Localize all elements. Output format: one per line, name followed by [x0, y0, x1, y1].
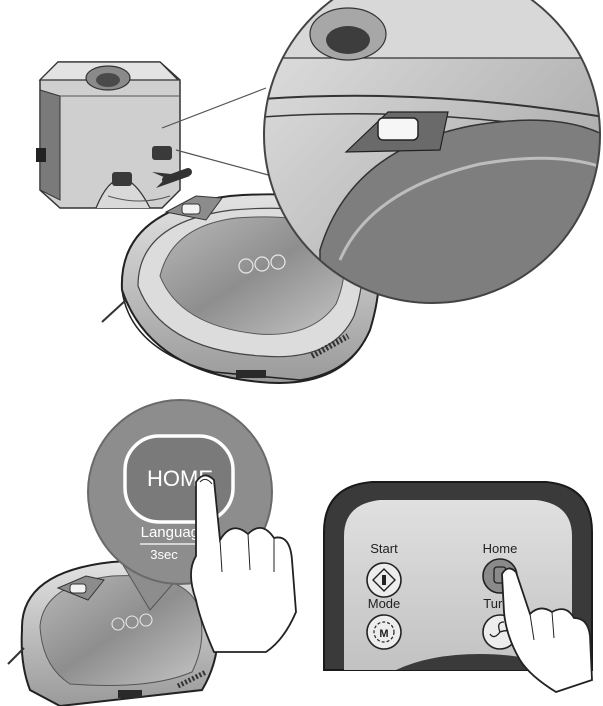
play-pause-icon [382, 575, 386, 585]
home-label: Home [483, 541, 518, 556]
start-label: Start [370, 541, 398, 556]
duration-label: 3sec [150, 547, 178, 562]
mode-label: Mode [368, 596, 401, 611]
start-button[interactable] [367, 563, 401, 597]
mode-glyph: M [379, 628, 388, 640]
